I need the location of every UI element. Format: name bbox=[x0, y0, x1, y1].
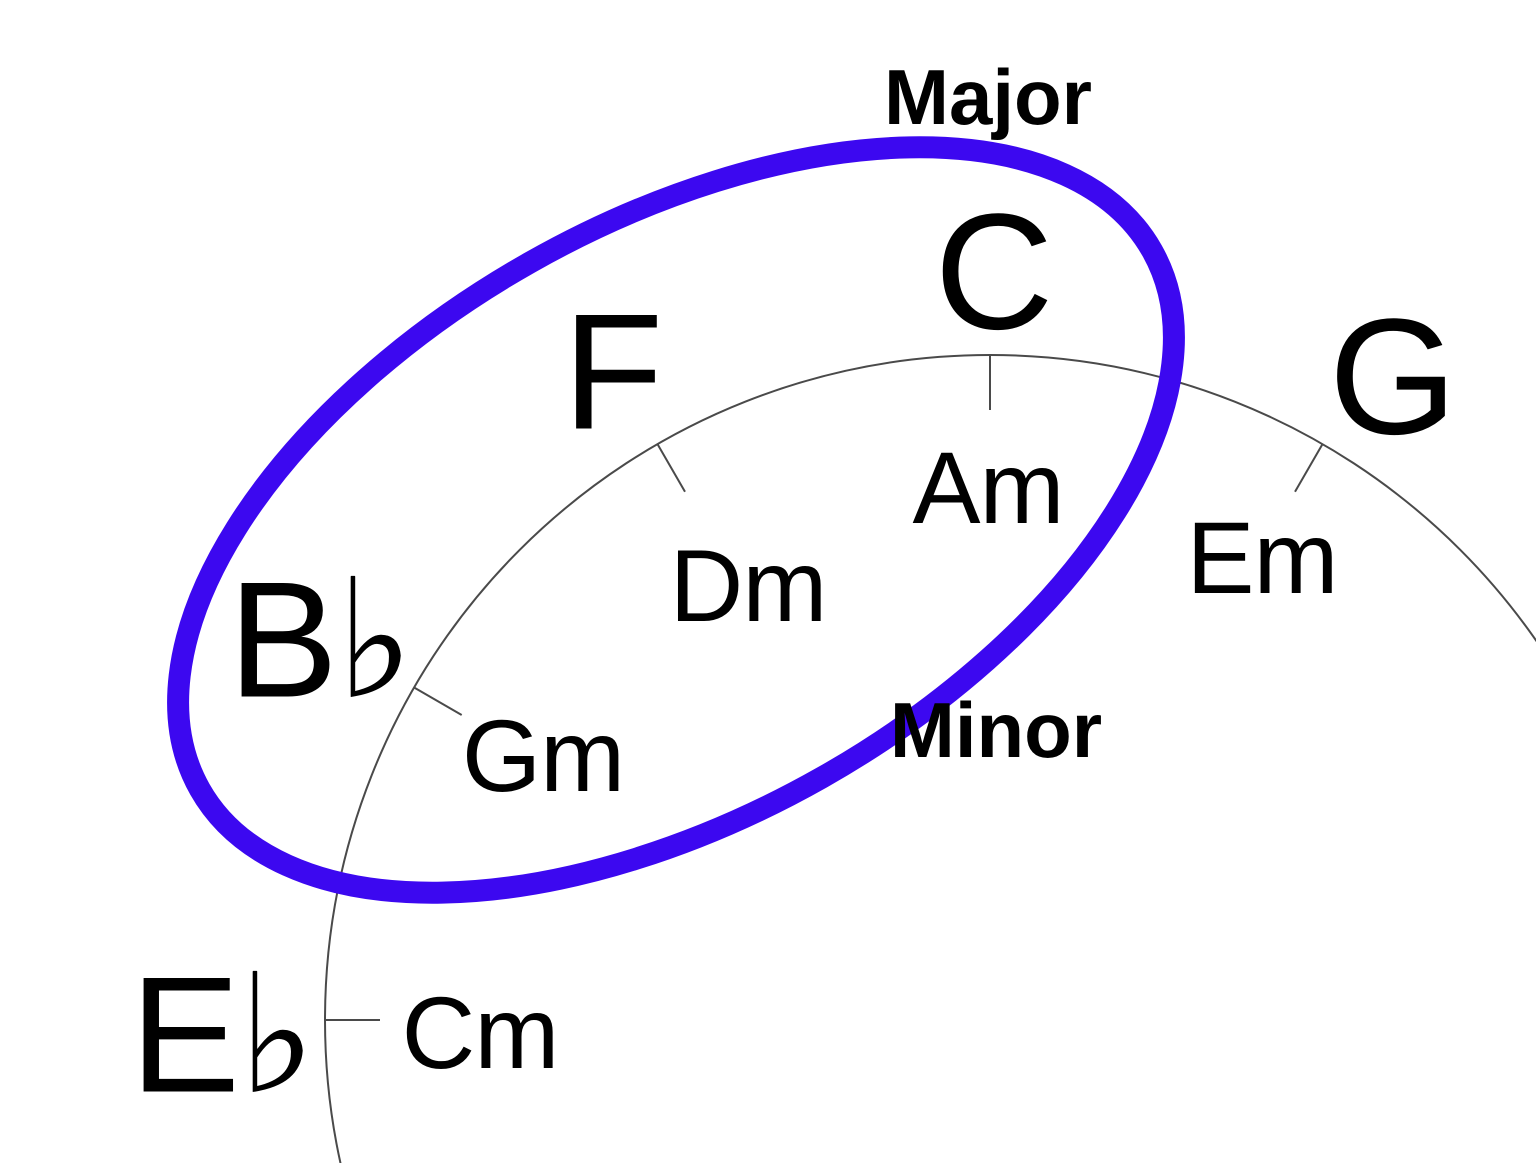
key-label-e-flat-major: E♭ bbox=[130, 942, 316, 1127]
minor-section-label: Minor bbox=[889, 686, 1103, 774]
key-label-a-minor: Am bbox=[912, 431, 1065, 545]
key-label-e-minor: Em bbox=[1186, 501, 1339, 615]
key-label-c-major: C bbox=[934, 179, 1053, 364]
tick-f bbox=[656, 443, 686, 493]
key-label-f-major: F bbox=[562, 279, 664, 464]
key-label-g-minor: Gm bbox=[461, 699, 625, 813]
key-label-d-minor: Dm bbox=[669, 529, 828, 643]
key-label-g-major: G bbox=[1328, 284, 1457, 469]
key-highlight-ellipse bbox=[167, 136, 1185, 904]
tick-b-flat bbox=[413, 686, 463, 716]
key-label-c-minor: Cm bbox=[401, 976, 560, 1090]
key-label-b-flat-major: B♭ bbox=[228, 547, 414, 732]
tick-g bbox=[1294, 443, 1324, 493]
major-section-label: Major bbox=[883, 53, 1093, 141]
